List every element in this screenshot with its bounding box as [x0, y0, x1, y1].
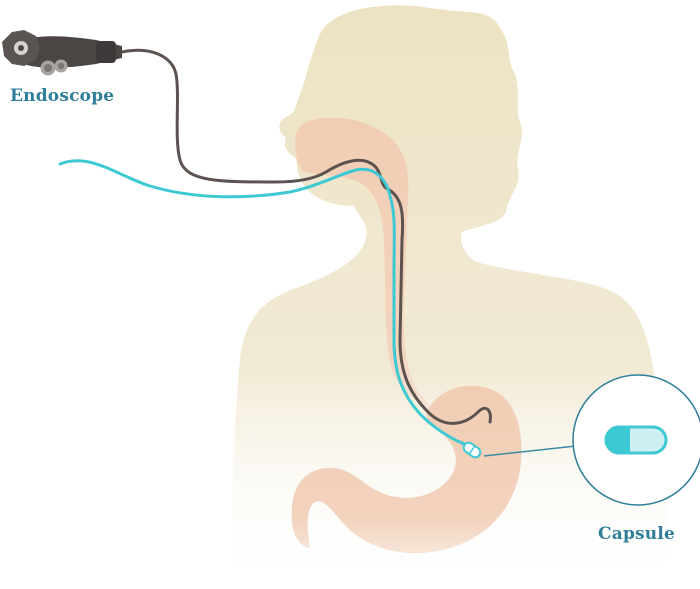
- stomach: [291, 385, 522, 554]
- capsule-label: Capsule: [598, 524, 676, 544]
- endoscope-label: Endoscope: [10, 86, 115, 106]
- capsule-string-assembly: [58, 159, 482, 459]
- endoscope: [2, 30, 492, 425]
- capsule-string: [58, 159, 466, 446]
- capsule-icon: [604, 425, 668, 455]
- endoscope-cable: [120, 48, 492, 425]
- digestive-tract: [291, 117, 522, 554]
- endoscope-handle-icon: [2, 30, 122, 76]
- capsule-tip-icon: [462, 441, 482, 459]
- callout-leader-line: [483, 445, 577, 457]
- throat-and-esophagus: [295, 117, 432, 408]
- capsule-callout: [572, 374, 700, 506]
